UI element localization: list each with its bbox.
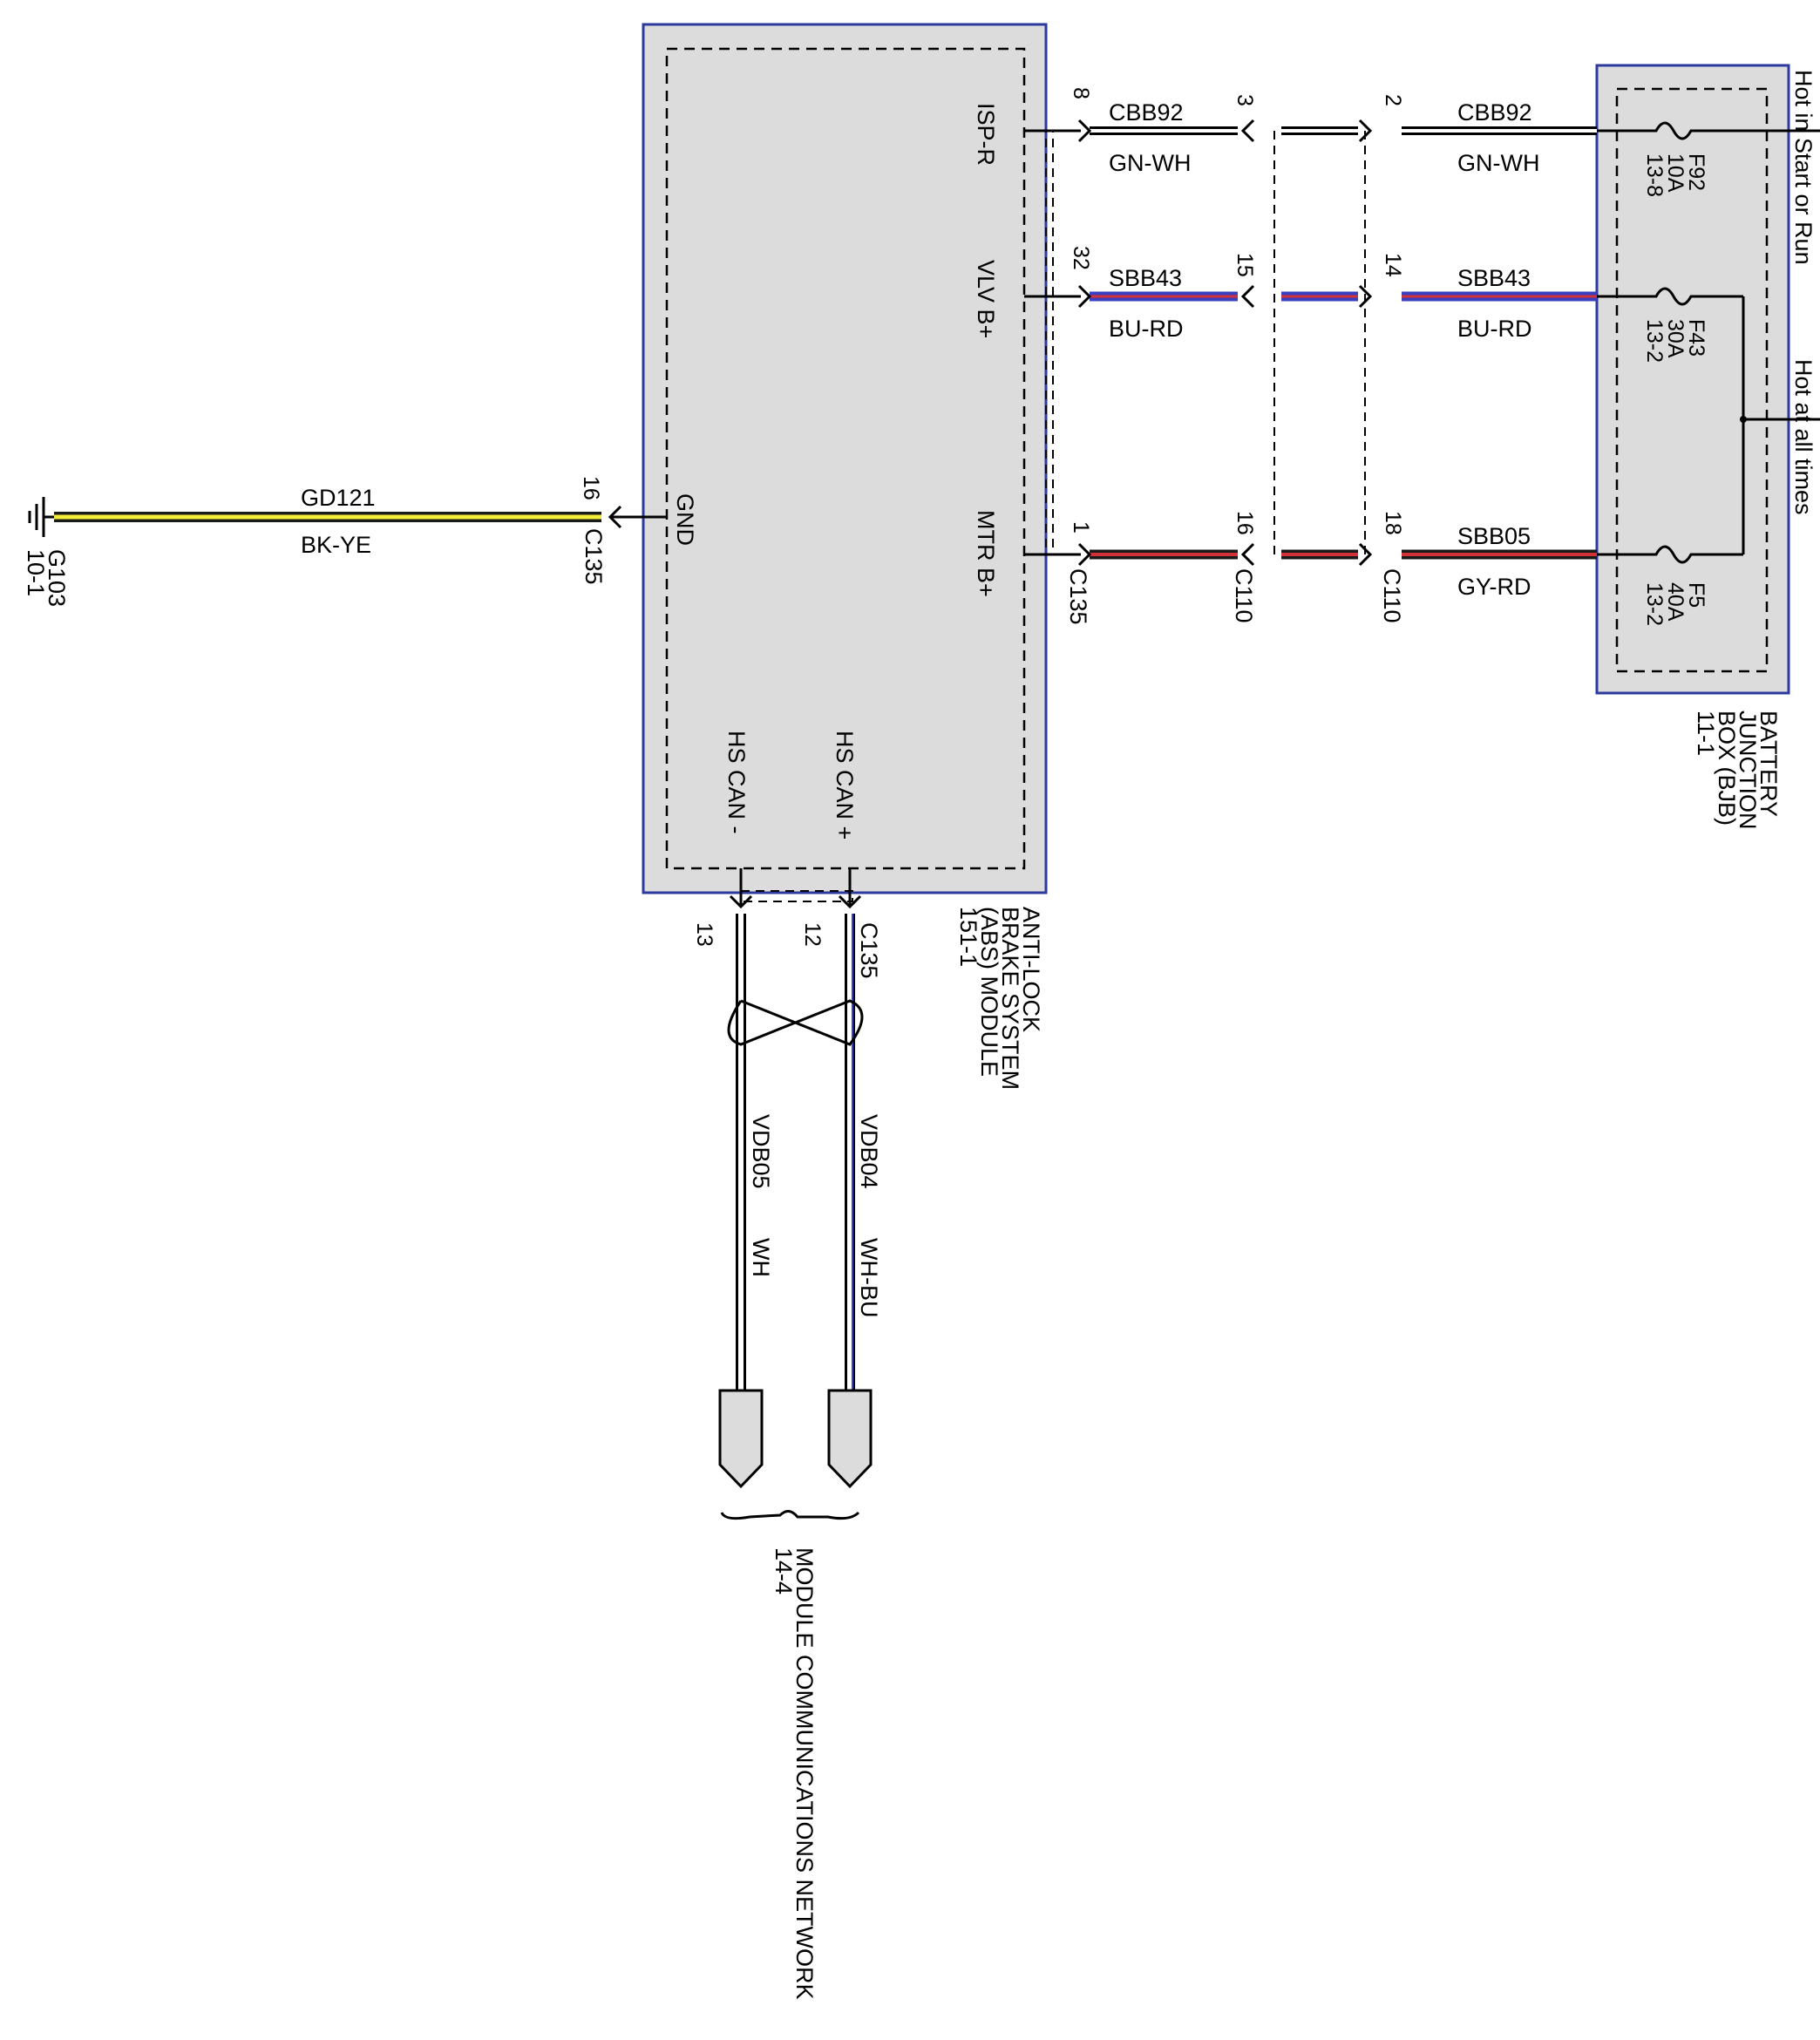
pin-label-hs-can-minus: HS CAN - (723, 731, 750, 834)
connector-c135-mtr: C135 (1065, 568, 1091, 625)
svg-text:JUNCTION: JUNCTION (1735, 711, 1761, 830)
mtr-pin-abs: 1 (1069, 521, 1093, 534)
can-minus-pin: 13 (692, 922, 716, 947)
mtr-pin-c110-in: 16 (1233, 511, 1257, 535)
vlv-left-circuit: SBB43 (1109, 265, 1182, 291)
svg-text:BATTERY: BATTERY (1755, 711, 1782, 817)
bjb-bus-junction (1740, 416, 1747, 423)
network-name: MODULE COMMUNICATIONS NETWORK (791, 1547, 818, 2000)
feed-all-times: Hot at all times (1790, 359, 1817, 515)
pin-label-gnd: GND (672, 493, 698, 546)
pin-label-hs-can-plus: HS CAN + (832, 731, 858, 840)
fuse-f43-ref: 13-2 (1642, 319, 1667, 363)
abs-module-name: ANTI-LOCK BRAKE SYSTEM (ABS) MODULE 151-… (955, 907, 1044, 1090)
connector-c135-can: C135 (856, 922, 882, 979)
ground-icon (28, 497, 54, 537)
fuse-f5-amps: 40A (1663, 582, 1688, 622)
fuse-f5[interactable]: F5 40A 13-2 (1597, 545, 1743, 626)
network-ref: 14-4 (771, 1547, 797, 1595)
svg-text:(ABS) MODULE: (ABS) MODULE (976, 907, 1002, 1077)
mtr-right-circuit: SBB05 (1457, 523, 1531, 549)
can-plus-color: WH-BU (856, 1238, 882, 1317)
fuse-f92-id: F92 (1684, 153, 1708, 191)
isp-pin-abs: 8 (1069, 87, 1093, 99)
vlv-pin-c110-out: 14 (1381, 253, 1405, 277)
isp-right-color: GN-WH (1457, 150, 1539, 176)
fuse-f43-symbol (1597, 287, 1743, 306)
fuse-f43[interactable]: F43 30A 13-2 (1597, 287, 1743, 363)
battery-junction-box[interactable] (1595, 64, 1790, 695)
connector-arrows (1077, 119, 1373, 567)
fuse-f92[interactable]: F92 10A 13-8 (1597, 121, 1789, 197)
isp-pin-c110-in: 3 (1233, 94, 1257, 106)
wire-ground-arrow (608, 505, 622, 529)
abs-module[interactable] (642, 23, 1048, 894)
fuse-f5-ref: 13-2 (1642, 582, 1667, 626)
abs-module-outline (642, 23, 1048, 894)
network-brace (720, 1510, 860, 1520)
pin-label-isp-r: ISP-R (973, 103, 999, 166)
connector-c135-gnd: C135 (581, 528, 607, 585)
fuse-f43-id: F43 (1684, 319, 1708, 357)
can-plus-circuit: VDB04 (856, 1114, 882, 1189)
isp-right-circuit: CBB92 (1457, 99, 1532, 126)
fuse-f92-symbol (1597, 121, 1789, 140)
pin-label-vlv-b: VLV B+ (973, 260, 999, 338)
svg-text:BOX (BJB): BOX (BJB) (1714, 711, 1740, 826)
isp-pin-c110-out: 2 (1381, 94, 1405, 106)
twisted-pair-icon (727, 999, 864, 1046)
svg-text:BRAKE SYSTEM: BRAKE SYSTEM (997, 907, 1023, 1090)
mtr-right-color: GY-RD (1457, 574, 1531, 600)
wire-can-plus[interactable] (845, 914, 855, 1391)
wire-ground[interactable] (54, 505, 667, 529)
ground-point-id: G103 (44, 549, 70, 607)
connector-c110-out: C110 (1379, 568, 1405, 623)
ground-point-ref: 10-1 (23, 549, 49, 596)
bjb-outline (1595, 64, 1790, 695)
isp-left-color: GN-WH (1109, 150, 1191, 176)
vlv-pin-abs: 32 (1069, 246, 1093, 270)
pin-label-mtr-b: MTR B+ (973, 510, 999, 597)
ground-pin: 16 (579, 476, 603, 500)
ground-color: BK-YE (301, 532, 371, 558)
svg-text:ANTI-LOCK: ANTI-LOCK (1018, 907, 1044, 1032)
bjb-inner-dashed (1615, 87, 1769, 673)
network-terminal-plus[interactable] (827, 1389, 873, 1489)
network-terminal-plus-shape (827, 1389, 873, 1489)
isp-left-circuit: CBB92 (1109, 99, 1184, 126)
can-minus-arrow (729, 894, 753, 909)
svg-text:11-1: 11-1 (1693, 711, 1719, 756)
vlv-left-color: BU-RD (1109, 316, 1184, 342)
network-terminal-minus[interactable] (718, 1389, 764, 1489)
fuse-f92-amps: 10A (1663, 153, 1688, 193)
ground-circuit: GD121 (301, 485, 376, 511)
fuse-f5-id: F5 (1684, 582, 1708, 608)
fuse-f92-ref: 13-8 (1642, 153, 1667, 197)
fuse-f5-symbol (1597, 545, 1743, 564)
vlv-right-color: BU-RD (1457, 316, 1532, 342)
bjb-name: BATTERY JUNCTION BOX (BJB) 11-1 (1693, 711, 1782, 830)
fuse-f43-amps: 30A (1663, 319, 1688, 358)
can-plus-arrow (838, 894, 862, 909)
network-terminal-minus-shape (718, 1389, 764, 1489)
connector-c110-in: C110 (1231, 568, 1257, 623)
mtr-pin-c110-out: 18 (1381, 511, 1405, 535)
abs-module-inner-dashed (665, 47, 1026, 870)
vlv-pin-c110-in: 15 (1233, 253, 1257, 277)
svg-text:151-1: 151-1 (955, 907, 981, 967)
vlv-right-circuit: SBB43 (1457, 265, 1531, 291)
can-plus-pin: 12 (800, 922, 825, 947)
can-minus-circuit: VDB05 (748, 1114, 774, 1189)
feed-start-run: Hot in Start or Run (1790, 70, 1817, 265)
can-minus-color: WH (748, 1238, 774, 1277)
